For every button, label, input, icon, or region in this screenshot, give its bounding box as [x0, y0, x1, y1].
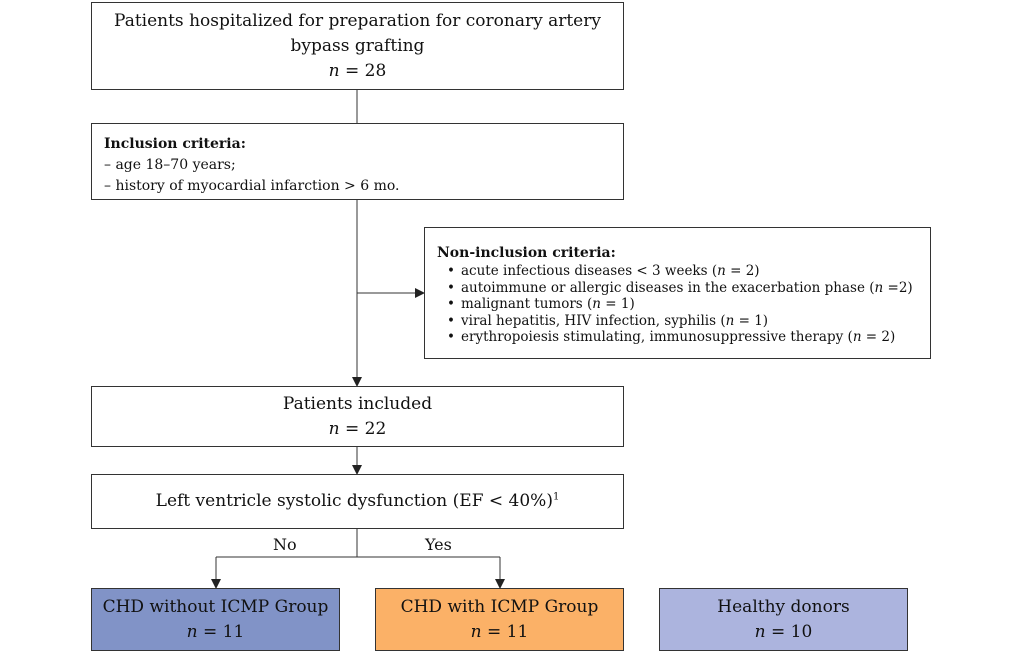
- group-box-chd-with-icmp: CHD with ICMP Group n = 11: [375, 588, 624, 651]
- n-symbol: n: [186, 621, 198, 642]
- patients-included-box: Patients included n = 22: [91, 386, 624, 447]
- count-value: = 28: [339, 60, 387, 81]
- inclusion-criteria-item: – history of myocardial infarction > 6 m…: [104, 178, 400, 194]
- count-value: = 11: [481, 621, 529, 642]
- inclusion-criteria-item: – age 18–70 years;: [104, 157, 236, 173]
- branch-label-no: No: [273, 535, 297, 554]
- footnote-marker: 1: [552, 491, 560, 503]
- count-value: = 10: [765, 621, 813, 642]
- group-count: n = 10: [755, 620, 813, 645]
- group-box-healthy-donors: Healthy donors n = 10: [659, 588, 908, 651]
- group-count: n = 11: [471, 620, 529, 645]
- n-symbol: n: [328, 418, 340, 439]
- non-inclusion-criteria-list: acute infectious diseases < 3 weeks (n =…: [437, 263, 918, 346]
- non-inclusion-criteria-item: malignant tumors (n = 1): [437, 296, 918, 313]
- branch-label-yes: Yes: [425, 535, 452, 554]
- patients-included-title: Patients included: [282, 393, 433, 414]
- patients-included-count: n = 22: [329, 417, 387, 442]
- count-value: = 22: [339, 418, 387, 439]
- n-symbol: n: [470, 621, 482, 642]
- group-box-chd-without-icmp: CHD without ICMP Group n = 11: [91, 588, 340, 651]
- non-inclusion-criteria-item: autoimmune or allergic diseases in the e…: [437, 280, 918, 297]
- non-inclusion-criteria-item: acute infectious diseases < 3 weeks (n =…: [437, 263, 918, 280]
- start-box: Patients hospitalized for preparation fo…: [91, 2, 624, 90]
- group-title: CHD with ICMP Group: [400, 596, 599, 617]
- non-inclusion-criteria-item: viral hepatitis, HIV infection, syphilis…: [437, 313, 918, 330]
- group-title: Healthy donors: [717, 596, 850, 617]
- lv-dysfunction-box: Left ventricle systolic dysfunction (EF …: [91, 474, 624, 529]
- inclusion-criteria-box: Inclusion criteria: – age 18–70 years; –…: [91, 123, 624, 200]
- non-inclusion-criteria-heading: Non-inclusion criteria:: [437, 245, 616, 261]
- start-box-title-line2: bypass grafting: [290, 35, 425, 56]
- non-inclusion-criteria-box: Non-inclusion criteria: acute infectious…: [424, 227, 931, 359]
- group-title: CHD without ICMP Group: [102, 596, 329, 617]
- non-inclusion-criteria-item: erythropoiesis stimulating, immunosuppre…: [437, 329, 918, 346]
- lv-dysfunction-text: Left ventricle systolic dysfunction (EF …: [155, 491, 560, 511]
- group-count: n = 11: [187, 620, 245, 645]
- start-box-title-line1: Patients hospitalized for preparation fo…: [114, 10, 601, 31]
- count-value: = 11: [197, 621, 245, 642]
- inclusion-criteria-heading: Inclusion criteria:: [104, 136, 246, 152]
- n-symbol: n: [754, 621, 766, 642]
- n-symbol: n: [328, 60, 340, 81]
- start-box-count: n = 28: [329, 59, 387, 84]
